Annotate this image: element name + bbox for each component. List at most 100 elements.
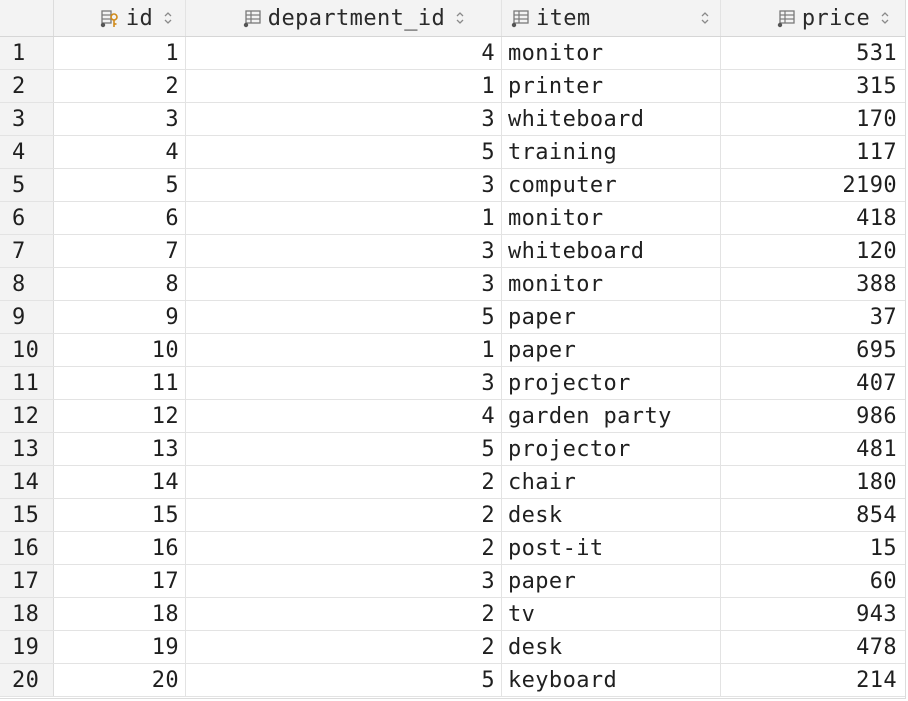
cell-price[interactable]: 117 xyxy=(856,139,897,165)
cell-item[interactable]: monitor xyxy=(502,202,721,234)
sort-icon[interactable] xyxy=(455,10,465,26)
cell-id[interactable]: 10 xyxy=(54,334,186,366)
cell-price[interactable]: 478 xyxy=(856,634,897,660)
row-number-cell[interactable]: 12 xyxy=(0,400,54,432)
cell-department-id[interactable]: 5 xyxy=(186,301,502,333)
cell-department-id[interactable]: 4 xyxy=(186,400,502,432)
row-number-cell[interactable]: 18 xyxy=(0,598,54,630)
row-number-cell[interactable]: 19 xyxy=(0,631,54,663)
cell-item[interactable]: chair xyxy=(502,466,721,498)
cell-id[interactable]: 3 xyxy=(54,103,186,135)
cell-id[interactable]: 8 xyxy=(54,268,186,300)
row-number-cell[interactable]: 11 xyxy=(0,367,54,399)
row-number-cell[interactable]: 13 xyxy=(0,433,54,465)
column-header-price[interactable]: price xyxy=(721,0,905,36)
cell-price[interactable]: 170 xyxy=(856,106,897,132)
cell-item[interactable]: whiteboard xyxy=(502,103,721,135)
row-number-cell[interactable]: 6 xyxy=(0,202,54,234)
cell-department-id[interactable]: 2 xyxy=(186,631,502,663)
cell-price[interactable]: 180 xyxy=(856,469,897,495)
cell-price[interactable]: 854 xyxy=(856,502,897,528)
cell-price[interactable]: 481 xyxy=(856,436,897,462)
cell-price[interactable]: 943 xyxy=(856,601,897,627)
cell-id[interactable]: 7 xyxy=(54,235,186,267)
row-number-cell[interactable]: 4 xyxy=(0,136,54,168)
row-number-cell[interactable]: 5 xyxy=(0,169,54,201)
row-number-cell[interactable]: 15 xyxy=(0,499,54,531)
cell-item[interactable]: printer xyxy=(502,70,721,102)
cell-price[interactable]: 388 xyxy=(856,271,897,297)
cell-price[interactable]: 531 xyxy=(856,40,897,66)
sort-icon[interactable] xyxy=(163,10,173,26)
cell-price[interactable]: 418 xyxy=(856,205,897,231)
cell-price[interactable]: 695 xyxy=(856,337,897,363)
cell-price[interactable]: 407 xyxy=(856,370,897,396)
cell-item[interactable]: paper xyxy=(502,565,721,597)
cell-price[interactable]: 60 xyxy=(869,568,897,594)
cell-item[interactable]: desk xyxy=(502,499,721,531)
cell-department-id[interactable]: 1 xyxy=(186,70,502,102)
cell-department-id[interactable]: 5 xyxy=(186,433,502,465)
sort-icon[interactable] xyxy=(880,10,890,26)
cell-department-id[interactable]: 3 xyxy=(186,268,502,300)
row-number-cell[interactable]: 20 xyxy=(0,664,54,696)
cell-item[interactable]: desk xyxy=(502,631,721,663)
cell-item[interactable]: paper xyxy=(502,334,721,366)
cell-item[interactable]: post-it xyxy=(502,532,721,564)
cell-price[interactable]: 315 xyxy=(856,73,897,99)
cell-item[interactable]: garden party xyxy=(502,400,721,432)
cell-department-id[interactable]: 1 xyxy=(186,202,502,234)
cell-item[interactable]: training xyxy=(502,136,721,168)
row-number-cell[interactable]: 1 xyxy=(0,37,54,69)
cell-item[interactable]: tv xyxy=(502,598,721,630)
cell-id[interactable]: 9 xyxy=(54,301,186,333)
cell-department-id[interactable]: 3 xyxy=(186,235,502,267)
cell-department-id[interactable]: 5 xyxy=(186,664,502,696)
cell-id[interactable]: 13 xyxy=(54,433,186,465)
sort-icon[interactable] xyxy=(700,10,710,26)
cell-item[interactable]: keyboard xyxy=(502,664,721,696)
cell-id[interactable]: 16 xyxy=(54,532,186,564)
row-number-cell[interactable]: 8 xyxy=(0,268,54,300)
row-number-cell[interactable]: 2 xyxy=(0,70,54,102)
cell-department-id[interactable]: 3 xyxy=(186,169,502,201)
cell-department-id[interactable]: 2 xyxy=(186,598,502,630)
cell-id[interactable]: 19 xyxy=(54,631,186,663)
cell-department-id[interactable]: 2 xyxy=(186,499,502,531)
cell-department-id[interactable]: 3 xyxy=(186,367,502,399)
cell-id[interactable]: 5 xyxy=(54,169,186,201)
cell-id[interactable]: 4 xyxy=(54,136,186,168)
cell-item[interactable]: monitor xyxy=(502,37,721,69)
cell-id[interactable]: 1 xyxy=(54,37,186,69)
cell-id[interactable]: 12 xyxy=(54,400,186,432)
cell-price[interactable]: 37 xyxy=(869,304,897,330)
cell-department-id[interactable]: 3 xyxy=(186,103,502,135)
cell-id[interactable]: 11 xyxy=(54,367,186,399)
cell-item[interactable]: computer xyxy=(502,169,721,201)
row-number-cell[interactable]: 17 xyxy=(0,565,54,597)
cell-item[interactable]: whiteboard xyxy=(502,235,721,267)
column-header-item[interactable]: item xyxy=(502,0,721,36)
row-number-cell[interactable]: 3 xyxy=(0,103,54,135)
cell-item[interactable]: projector xyxy=(502,367,721,399)
cell-id[interactable]: 15 xyxy=(54,499,186,531)
cell-id[interactable]: 2 xyxy=(54,70,186,102)
cell-item[interactable]: projector xyxy=(502,433,721,465)
row-number-cell[interactable]: 16 xyxy=(0,532,54,564)
row-number-cell[interactable]: 14 xyxy=(0,466,54,498)
